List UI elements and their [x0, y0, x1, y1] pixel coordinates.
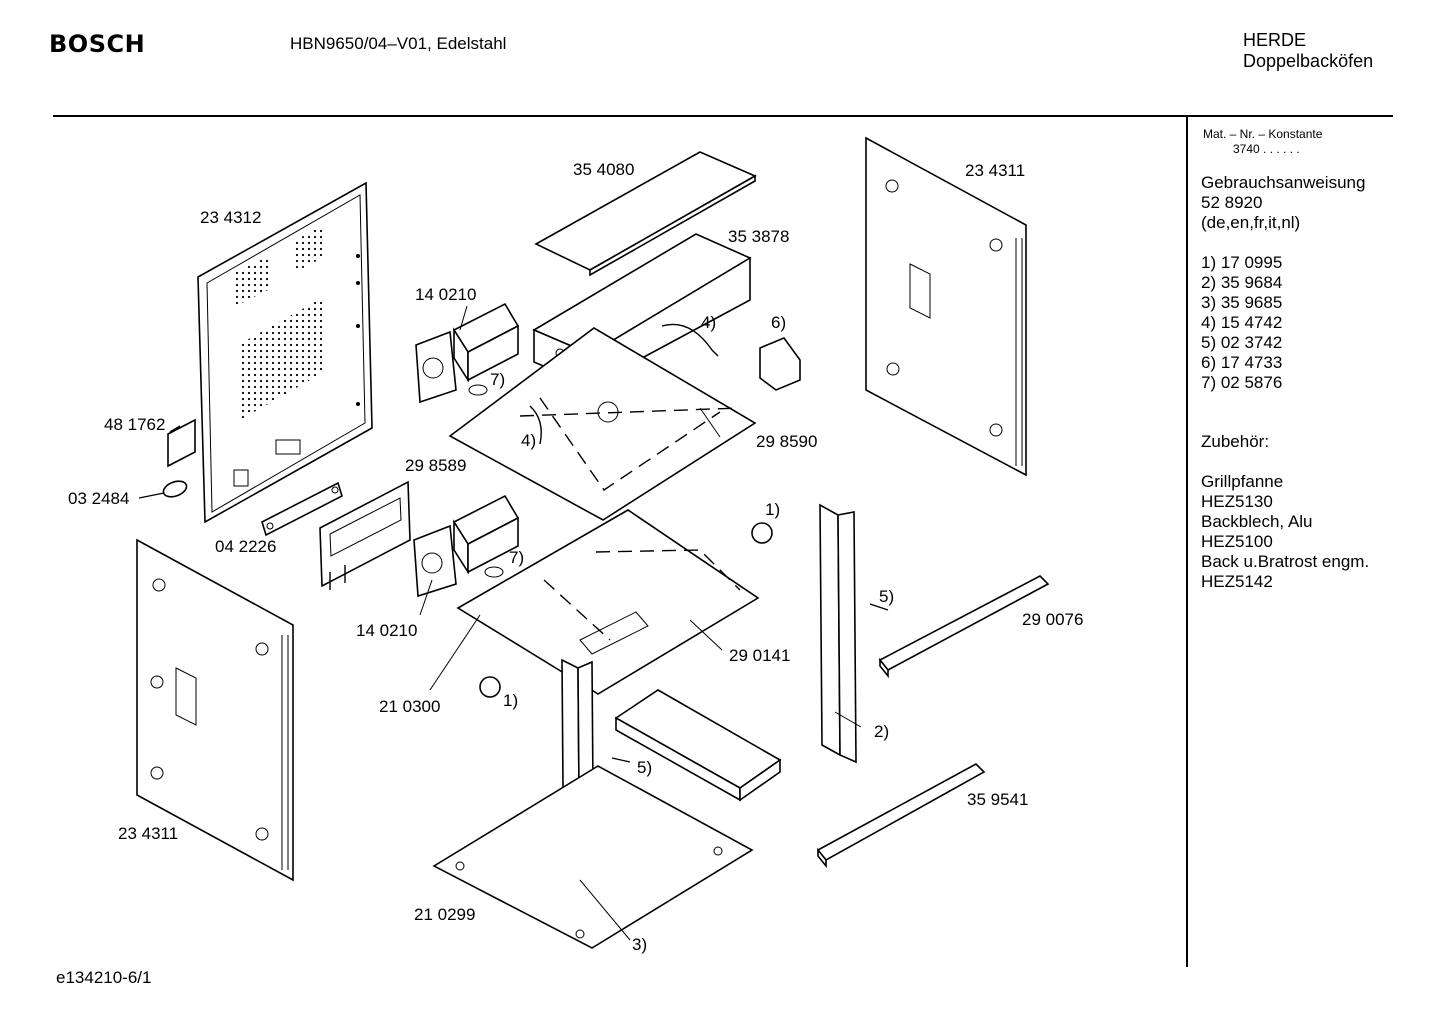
label-ref1-top: 1)	[765, 500, 781, 519]
label-290141: 29 0141	[729, 646, 791, 665]
mat-nr-label: Mat. – Nr. – Konstante	[1203, 127, 1323, 141]
part-ref-2: 2) 35 9684	[1201, 273, 1283, 292]
mat-nr-value: 3740 . . . . . .	[1233, 142, 1300, 156]
screw-5-mid	[611, 757, 631, 763]
label-298590: 29 8590	[756, 432, 818, 451]
drawing-code: e134210-6/1	[56, 968, 152, 987]
label-042226: 04 2226	[215, 537, 277, 556]
label-210300: 21 0300	[379, 697, 441, 716]
part-042226	[261, 481, 343, 537]
control-box	[614, 689, 782, 802]
part-ref-7: 7) 02 5876	[1201, 373, 1283, 392]
label-354080: 35 4080	[573, 160, 635, 179]
ring-7-mid	[484, 566, 504, 578]
label-210299: 21 0299	[414, 905, 476, 924]
accessories-label: Zubehör:	[1201, 432, 1270, 451]
label-234311-top: 23 4311	[965, 161, 1026, 180]
label-ref3: 3)	[632, 935, 648, 954]
fan-wheel-1-bottom	[479, 676, 501, 698]
label-234312: 23 4312	[200, 208, 262, 227]
accessory-5: Back u.Bratrost engm.	[1201, 552, 1370, 571]
label-ref7-top: 7)	[490, 370, 506, 389]
accessory-2: HEZ5130	[1201, 492, 1273, 511]
runner-290076	[878, 575, 1050, 679]
part-ref-1: 1) 17 0995	[1201, 253, 1283, 272]
runner-359541	[816, 763, 986, 869]
accessory-3: Backblech, Alu	[1201, 512, 1313, 531]
label-481762: 48 1762	[104, 415, 166, 434]
door-panel-234312	[197, 181, 373, 524]
label-ref5-mid: 5)	[637, 758, 653, 777]
ring-7-top	[468, 384, 488, 396]
part-032484	[138, 480, 188, 499]
model-title: HBN9650/04–V01, Edelstahl	[290, 34, 507, 53]
part-ref-6: 6) 17 4733	[1201, 353, 1283, 372]
top-cover-354080	[534, 151, 757, 277]
accessory-4: HEZ5100	[1201, 532, 1273, 551]
label-ref6: 6)	[771, 313, 787, 332]
part-ref-5: 5) 02 3742	[1201, 333, 1283, 352]
fan-motor-140210-top	[415, 302, 520, 404]
screw-5-right	[869, 603, 889, 611]
label-290076: 29 0076	[1022, 610, 1084, 629]
brand-logo: BOSCH	[49, 30, 146, 58]
part-481762	[167, 418, 196, 468]
label-140210-bottom: 14 0210	[356, 621, 418, 640]
label-032484: 03 2484	[68, 489, 130, 508]
label-359541: 35 9541	[967, 790, 1029, 809]
side-panel-234311-right	[865, 136, 1027, 477]
part-ref-3: 3) 35 9685	[1201, 293, 1283, 312]
category-label: HERDE	[1243, 30, 1307, 50]
bracket-frame	[319, 480, 411, 590]
label-140210-top: 14 0210	[415, 285, 477, 304]
label-353878: 35 3878	[728, 227, 790, 246]
part-ref-4: 4) 15 4742	[1201, 313, 1283, 332]
label-ref1-bottom: 1)	[503, 691, 519, 710]
subcategory-label: Doppelbacköfen	[1243, 51, 1374, 71]
label-ref2: 2)	[874, 722, 890, 741]
sidebar-divider	[1186, 117, 1188, 967]
fan-motor-140210-bottom	[413, 494, 520, 598]
exploded-parts-diagram	[136, 136, 1050, 949]
shelf-290141	[456, 509, 760, 695]
label-ref4-mid: 4)	[521, 431, 537, 450]
accessory-1: Grillpfanne	[1201, 472, 1284, 491]
manual-number: 52 8920	[1201, 193, 1263, 212]
manual-languages: (de,en,fr,it,nl)	[1201, 213, 1301, 232]
manual-label: Gebrauchsanweisung	[1201, 173, 1366, 192]
base-plate-210299	[432, 765, 754, 949]
side-panel-234311-left	[136, 538, 294, 882]
accessory-6: HEZ5142	[1201, 572, 1273, 591]
rail-2	[819, 503, 857, 764]
label-234311-bottom: 23 4311	[118, 824, 179, 843]
shelf-298590	[448, 327, 757, 521]
label-298589: 29 8589	[405, 456, 467, 475]
relay-6	[759, 337, 801, 391]
clip-4-top	[661, 323, 719, 357]
label-ref4-top: 4)	[701, 313, 717, 332]
header-divider	[53, 115, 1393, 117]
label-ref5-right: 5)	[879, 587, 895, 606]
fan-wheel-1-top	[751, 522, 773, 544]
label-ref7-mid: 7)	[509, 548, 525, 567]
